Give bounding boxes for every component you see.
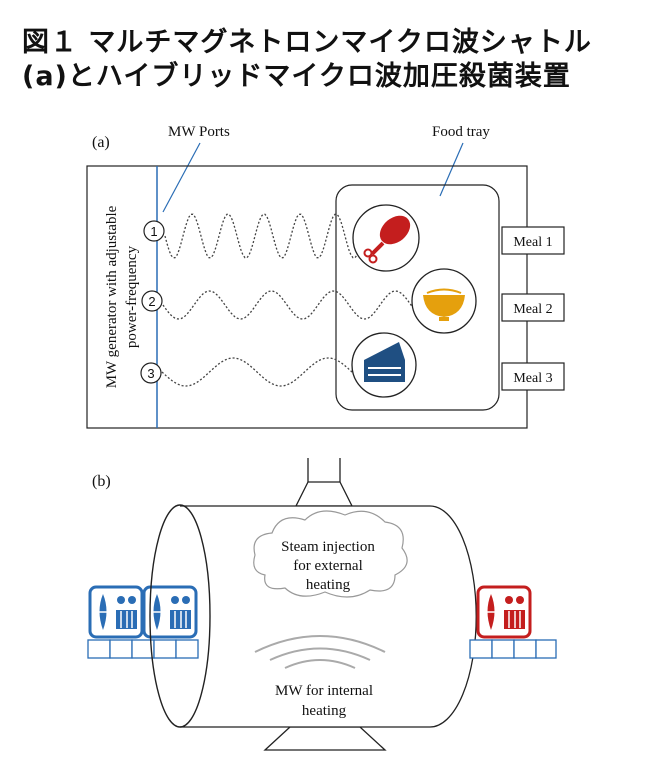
- tray-meal-icon-blue: [88, 585, 144, 639]
- mw-label-1: MW for internal: [275, 683, 373, 699]
- vessel-door: [149, 504, 211, 728]
- port-2-number: 2: [148, 294, 155, 309]
- panel-b-label: (b): [92, 473, 111, 490]
- wave-port-2: [162, 290, 420, 320]
- microwave-arcs-icon: [254, 635, 386, 669]
- figure-title-line-1: 図１ マルチマグネトロンマイクロ波シャトル: [22, 27, 592, 58]
- panel-a-label: (a): [92, 134, 110, 151]
- tray-meal-icon-red: [476, 585, 532, 639]
- meal-2-label: Meal 2: [513, 302, 552, 317]
- mw-ports-leader: [162, 142, 201, 213]
- food-tray-leader: [439, 142, 464, 197]
- drumstick-icon: [352, 204, 420, 272]
- steam-funnel: [294, 481, 354, 507]
- meal-1-box: [501, 226, 565, 255]
- port-2-circle: [141, 290, 163, 312]
- port-1-circle: [143, 220, 165, 242]
- food-tray-label: Food tray: [432, 124, 490, 140]
- steam-cloud: [253, 510, 408, 598]
- bowl-icon: [411, 268, 477, 334]
- cake-icon: [351, 332, 417, 398]
- food-tray: [335, 184, 500, 411]
- wave-port-3: [161, 357, 363, 387]
- steam-label-2: for external: [293, 558, 363, 574]
- port-1-number: 1: [150, 224, 157, 239]
- vessel-stand: [263, 726, 387, 751]
- port-3-number: 3: [147, 366, 154, 381]
- generator-label-1: MW generator with adjustable: [104, 205, 120, 388]
- meal-2-box: [501, 293, 565, 322]
- figure-title-line-2: (a)とハイブリッドマイクロ波加圧殺菌装置: [22, 61, 571, 92]
- meal-3-label: Meal 3: [513, 371, 552, 386]
- meal-3-box: [501, 362, 565, 391]
- steam-label-3: heating: [306, 577, 351, 593]
- right-conveyor: [469, 639, 557, 659]
- left-conveyor: [87, 639, 199, 659]
- steam-label-1: Steam injection: [281, 539, 375, 555]
- mw-label-2: heating: [302, 703, 347, 719]
- tray-meal-icon-blue-inner: [142, 585, 198, 639]
- generator-label-2: power-frequency: [124, 245, 140, 348]
- meal-1-label: Meal 1: [513, 235, 552, 250]
- port-3-circle: [140, 362, 162, 384]
- mw-ports-label: MW Ports: [168, 124, 230, 140]
